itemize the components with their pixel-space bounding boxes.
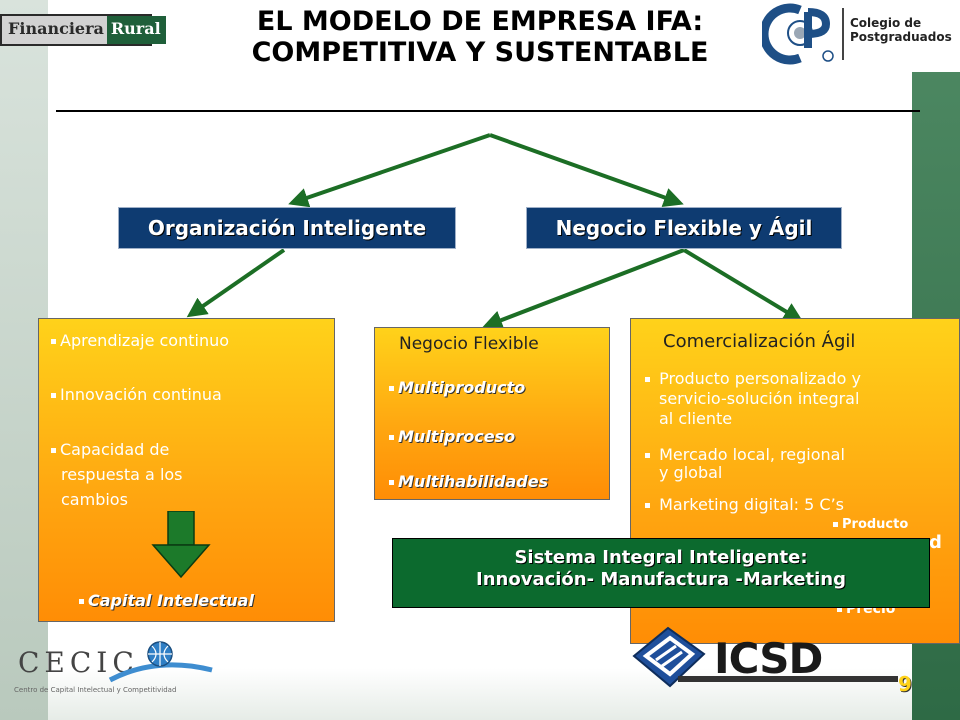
mid-box: Negocio Flexible Multiproducto Multiproc… [374,327,610,500]
colegio-line-1: Colegio de [850,16,922,30]
arrow-to-left-box [186,248,286,318]
label-negocio-flexible-agil: Negocio Flexible y Ágil [526,207,842,249]
label-organizacion-inteligente: Organización Inteligente [118,207,456,249]
left-box: Aprendizaje continuo Innovación continua… [38,318,335,622]
right-sub-partial: d [929,532,942,553]
page-number: 9 [898,672,912,696]
arrow-to-neg [489,133,684,208]
square-bullet-icon [51,339,56,344]
icsd-tagline-bar [678,676,898,682]
square-bullet-icon [645,377,650,382]
page-title: EL MODELO DE EMPRESA IFA: COMPETITIVA Y … [200,6,760,68]
left-item-1: Aprendizaje continuo [51,329,229,352]
icsd-logo-text: ICSD [714,634,823,683]
square-bullet-icon [833,522,838,527]
mid-box-title: Negocio Flexible [399,334,539,354]
logo-divider [842,8,844,60]
right-item-2-line-2: y global [659,463,723,482]
colegio-line-2: Postgraduados [850,30,952,44]
cp-emblem-icon [759,3,834,65]
square-bullet-icon [645,503,650,508]
square-bullet-icon [645,453,650,458]
financiera-rural-logo: Financiera Rural [0,14,166,46]
square-bullet-icon [79,599,84,604]
right-sub-1: Producto [833,517,908,533]
arrow-to-mid-box [482,248,685,330]
left-item-3-line-2: respuesta a los [61,465,183,484]
title-rule [56,110,920,112]
logo-part-2: Rural [106,16,166,44]
left-item-3: Capacidad de [51,438,169,461]
left-item-2: Innovación continua [51,383,222,406]
sistema-line-1: Sistema Integral Inteligente: [514,547,808,568]
globe-logo-icon [108,641,213,683]
mid-item-3: Multihabilidades [389,470,548,493]
square-bullet-icon [389,386,394,391]
mid-item-2: Multiproceso [389,425,515,448]
right-item-3: Marketing digital: 5 C’s [645,495,844,515]
icsd-emblem-icon [632,626,706,688]
square-bullet-icon [51,393,56,398]
square-bullet-icon [837,606,842,612]
right-item-1: Producto personalizado y [645,369,861,389]
sistema-line-2: Innovación- Manufactura -Marketing [476,569,846,590]
logo-part-1: Financiera [2,16,107,44]
right-box-title: Comercialización Ágil [663,331,856,352]
title-line-2: COMPETITIVA Y SUSTENTABLE [251,37,709,68]
title-line-1: EL MODELO DE EMPRESA IFA: [256,6,704,37]
square-bullet-icon [51,448,56,453]
cecic-subtitle: Centro de Capital Intelectual y Competit… [14,686,177,694]
arrow-to-right-box [682,248,804,323]
capital-intelectual: Capital Intelectual [79,589,254,612]
arrow-to-org [288,133,491,208]
right-item-1-line-3: al cliente [659,409,733,428]
right-item-2: Mercado local, regional [645,445,845,465]
mid-item-1: Multiproducto [389,376,525,399]
square-bullet-icon [389,480,394,485]
colegio-postgraduados-logo: Colegio de Postgraduados [759,0,960,72]
cecic-logo-text: CECIC [18,646,139,679]
left-item-3-line-3: cambios [61,490,128,509]
right-item-1-line-2: servicio-solución integral [659,389,860,408]
down-arrow-icon [151,511,211,579]
square-bullet-icon [389,435,394,440]
colegio-name: Colegio de Postgraduados [850,16,952,44]
sistema-integral-box: Sistema Integral Inteligente: Innovación… [392,538,930,608]
